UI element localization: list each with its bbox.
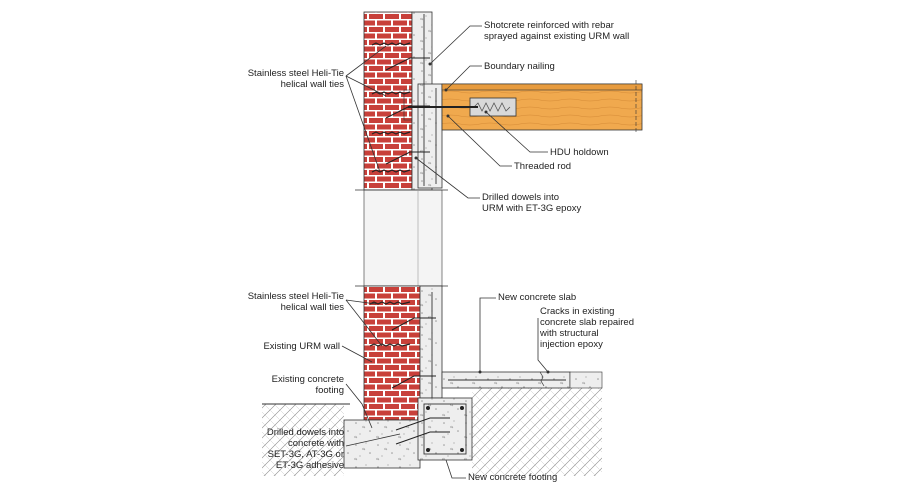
- lower-shotcrete: [419, 285, 443, 399]
- leader-dots: [414, 62, 550, 374]
- label-drilled-dowels-top: Drilled dowels into URM with ET-3G epoxy: [482, 192, 582, 214]
- label-shotcrete: Shotcrete reinforced with rebar sprayed …: [484, 20, 630, 42]
- label-drilled-dowels-bottom: Drilled dowels into concrete with SET-3G…: [266, 427, 344, 471]
- lower-urm-wall: [363, 285, 421, 421]
- label-helitie-bottom: Stainless steel Heli-Tie helical wall ti…: [247, 291, 344, 313]
- label-helitie-top: Stainless steel Heli-Tie helical wall ti…: [247, 68, 344, 90]
- label-new-footing: New concrete footing: [468, 472, 558, 483]
- existing-slab: [569, 371, 603, 389]
- soil-right: [472, 388, 602, 476]
- floor-sheathing: [441, 83, 643, 91]
- slab-crack: [539, 371, 545, 387]
- label-existing-footing: Existing concrete footing: [271, 374, 344, 396]
- shotcrete-ledger: [417, 83, 443, 189]
- label-existing-urm: Existing URM wall: [263, 341, 340, 352]
- footing-rebar-dots: [426, 406, 464, 452]
- label-hdu-holdown: HDU holdown: [550, 147, 609, 158]
- soil-left: [262, 404, 344, 476]
- lower-helical-ties: [369, 301, 411, 347]
- lower-drilled-dowels: [391, 317, 436, 389]
- leader-lines: [341, 25, 549, 479]
- label-boundary-nailing: Boundary nailing: [484, 61, 555, 72]
- label-new-slab: New concrete slab: [498, 292, 577, 303]
- new-concrete-footing: [417, 397, 473, 461]
- label-cracks: Cracks in existing concrete slab repaire…: [540, 306, 634, 350]
- wall-break-zone: [363, 189, 443, 287]
- upper-helical-ties: [371, 42, 411, 173]
- footing-stirrup: [423, 403, 467, 455]
- footing-dowels: [395, 417, 450, 445]
- label-threaded-rod: Threaded rod: [514, 161, 572, 172]
